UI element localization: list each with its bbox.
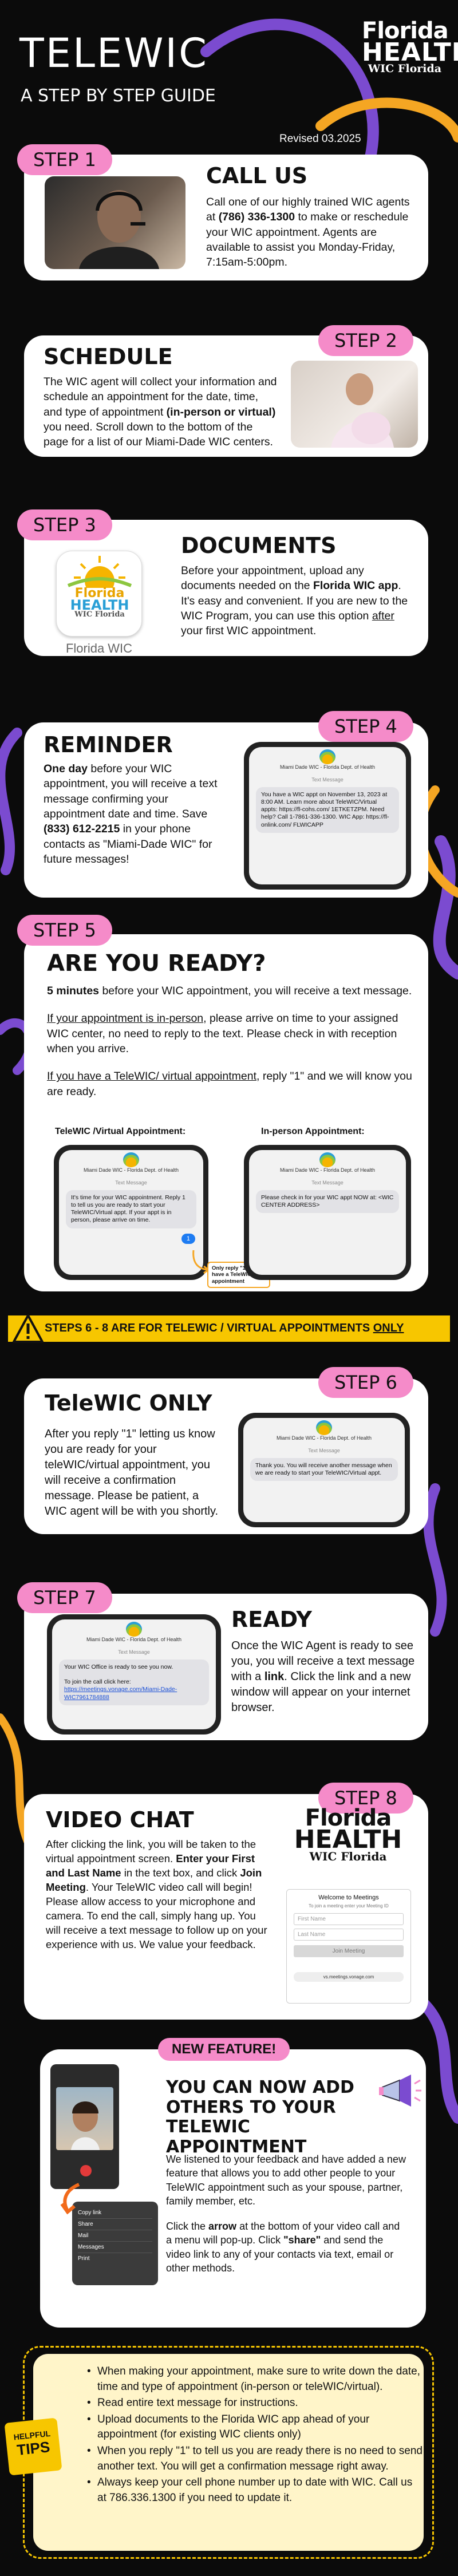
share-menu-item[interactable]: Copy link — [78, 2207, 152, 2219]
helpful-tips-badge: HELPFUL TIPS — [4, 2417, 62, 2476]
step6-label: STEP 6 — [318, 1367, 413, 1398]
step3-heading: DOCUMENTS — [181, 533, 337, 558]
step2-text: The WIC agent will collect your informat… — [44, 376, 277, 449]
confirmation-phone-mockup: Miami Dade WIC - Florida Dept. of Health… — [238, 1413, 410, 1527]
reminder-phone-number[interactable]: (833) 612-2215 — [44, 823, 120, 836]
step7-text: Once the WIC Agent is ready to see you, … — [231, 1639, 415, 1714]
telewic-phone-title: TeleWIC /Virtual Appointment: — [55, 1127, 186, 1136]
tip-item: Always keep your cell phone number up to… — [85, 2475, 423, 2506]
step3-text: Before your appointment, upload any docu… — [181, 564, 408, 638]
meeting-welcome: Welcome to Meetings — [318, 1894, 379, 1901]
tip-item: Read entire text message for instruction… — [85, 2396, 423, 2411]
in-person-phone-mockup: Miami Dade WIC - Florida Dept. of Health… — [244, 1145, 411, 1280]
telewic-phone-mockup: Miami Dade WIC - Florida Dept. of Health… — [54, 1145, 208, 1280]
last-name-field[interactable]: Last Name — [294, 1929, 404, 1941]
meeting-join-screen: Welcome to Meetings To join a meeting en… — [286, 1889, 411, 2004]
pregnant-woman-phone-photo — [291, 361, 418, 448]
end-call-button[interactable] — [80, 2165, 92, 2176]
step3-label: STEP 3 — [17, 509, 112, 541]
step8-text: After clicking the link, you will be tak… — [46, 1838, 267, 1950]
telewic-ready-bubble: It's time for your WIC appointment. Repl… — [66, 1190, 196, 1228]
wic-contact-avatar — [319, 749, 335, 764]
first-name-field[interactable]: First Name — [294, 1913, 404, 1925]
feature-text: We listened to your feedback and have ad… — [166, 2154, 406, 2274]
step1-label: STEP 1 — [17, 144, 112, 176]
meeting-link[interactable]: https://meetings.vonage.com/Miami-Dade-W… — [64, 1686, 177, 1701]
virtual-only-text: STEPS 6 - 8 ARE FOR TELEWIC / VIRTUAL AP… — [45, 1322, 404, 1334]
share-menu-item[interactable]: Mail — [78, 2230, 152, 2242]
check-in-bubble: Please check in for your WIC appt NOW at… — [256, 1190, 399, 1214]
step4-heading: REMINDER — [44, 732, 173, 757]
helpful-tips-list: When making your appointment, make sure … — [85, 2364, 423, 2507]
step8-heading: VIDEO CHAT — [46, 1807, 194, 1832]
share-menu-item[interactable]: Print — [78, 2255, 90, 2262]
step8-label: STEP 8 — [318, 1783, 413, 1814]
wic-phone-number[interactable]: (786) 336-1300 — [218, 211, 295, 224]
step7-label: STEP 7 — [17, 1582, 112, 1614]
step5-label: STEP 5 — [17, 915, 112, 946]
step4-label: STEP 4 — [318, 711, 413, 742]
tip-item: Upload documents to the Florida WIC app … — [85, 2412, 423, 2443]
revised-date: Revised 03.2025 — [279, 133, 361, 145]
reminder-phone-mockup: Miami Dade WIC - Florida Dept. of Health… — [244, 742, 411, 890]
step1-heading: CALL US — [206, 163, 308, 188]
florida-wic-app-caption: Florida WIC — [65, 641, 133, 655]
share-menu-screenshot: Copy link Share Mail Messages Print — [72, 2202, 158, 2285]
warning-icon — [13, 1314, 44, 1343]
step2-heading: SCHEDULE — [44, 344, 173, 369]
step8-florida-health-logo: Florida HEALTH WIC Florida — [294, 1805, 402, 1863]
tip-item: When you reply "1" to tell us you are re… — [85, 2444, 423, 2474]
page-title: TELEWIC — [19, 30, 208, 77]
step5-text: 5 minutes before your WIC appointment, y… — [47, 985, 412, 1098]
share-menu-item[interactable]: Messages — [78, 2242, 152, 2253]
step6-text: After you reply "1" letting us know you … — [45, 1428, 219, 1518]
step4-text: One day before your WIC appointment, you… — [44, 762, 218, 866]
megaphone-icon — [379, 2075, 421, 2107]
step5-heading: ARE YOU READY? — [47, 950, 266, 977]
browser-address-bar: vs.meetings.vonage.com — [294, 1972, 404, 1982]
meeting-link-bubble: Your WIC Office is ready to see you now.… — [59, 1660, 209, 1705]
step6-heading: TeleWIC ONLY — [45, 1390, 212, 1416]
reminder-text-bubble: You have a WIC appt on November 13, 2023… — [256, 787, 399, 833]
tip-item: When making your appointment, make sure … — [85, 2364, 423, 2395]
video-call-screenshot — [50, 2064, 119, 2189]
share-arrow-icon — [60, 2183, 80, 2215]
step1-text: Call one of our highly trained WIC agent… — [206, 196, 410, 269]
new-feature-badge: NEW FEATURE! — [158, 2038, 290, 2061]
step7-heading: READY — [231, 1607, 312, 1632]
meeting-subtext: To join a meeting enter your Meeting ID — [309, 1903, 389, 1909]
reply-one-bubble: 1 — [181, 1234, 195, 1244]
feature-heading: YOU CAN NOW ADD OTHERS TO YOUR TELEWIC A… — [166, 2077, 354, 2157]
agent-headset-photo — [45, 176, 185, 269]
page-subtitle: A STEP BY STEP GUIDE — [21, 86, 216, 106]
in-person-phone-title: In-person Appointment: — [261, 1127, 365, 1136]
share-menu-item[interactable]: Share — [78, 2219, 152, 2230]
ready-link-phone-mockup: Miami Dade WIC - Florida Dept. of Health… — [47, 1614, 221, 1735]
virtual-only-banner — [8, 1315, 450, 1342]
step2-label: STEP 2 — [318, 325, 413, 357]
join-meeting-button[interactable]: Join Meeting — [294, 1945, 404, 1957]
florida-health-logo: Florida HEALTH WIC Florida — [362, 18, 458, 75]
confirmation-bubble: Thank you. You will receive another mess… — [250, 1458, 398, 1481]
florida-wic-app-icon: Florida HEALTH WIC Florida — [56, 551, 142, 637]
